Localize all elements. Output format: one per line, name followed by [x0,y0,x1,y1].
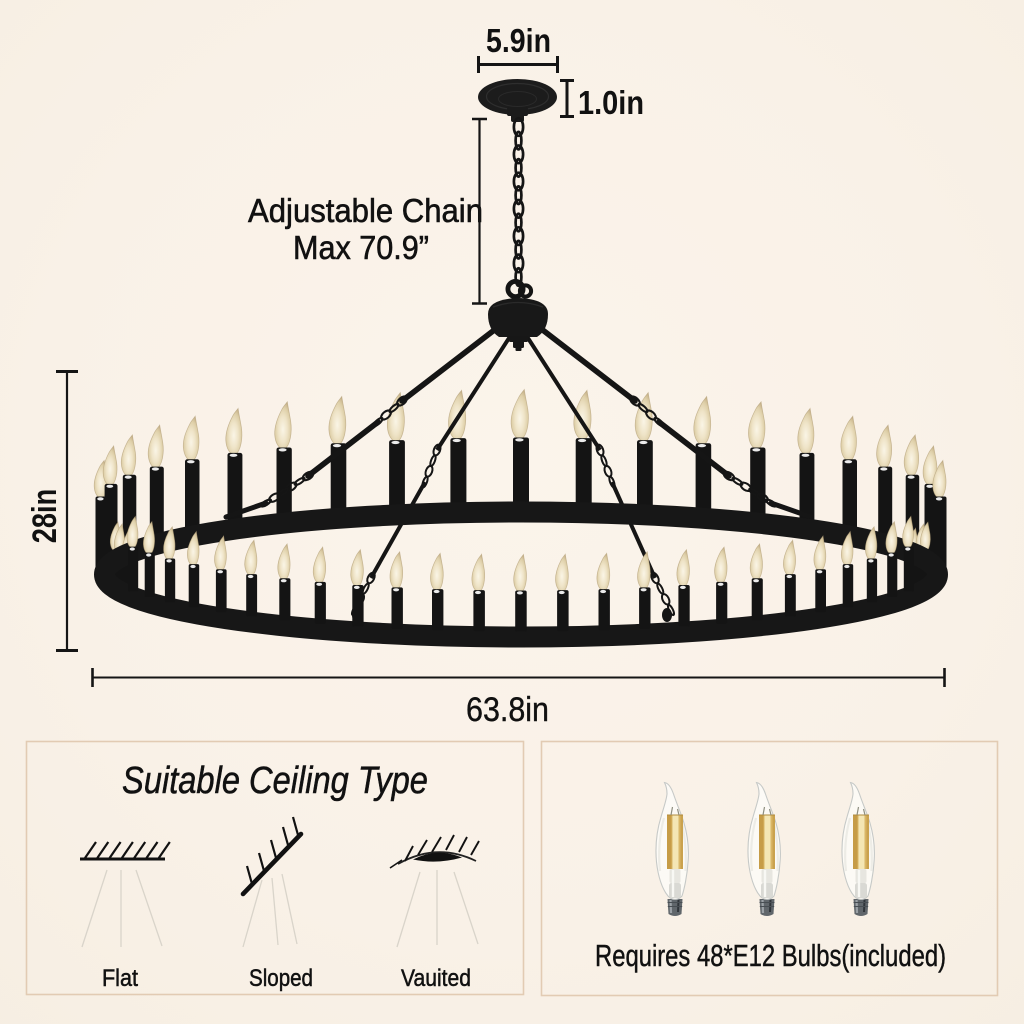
svg-text:28in: 28in [25,489,64,543]
svg-text:1.0in: 1.0in [578,84,644,121]
svg-text:Adjustable Chain: Adjustable Chain [248,192,483,229]
svg-text:63.8in: 63.8in [466,690,549,728]
svg-text:Suitable Ceiling Type: Suitable Ceiling Type [122,759,428,802]
svg-text:5.9in: 5.9in [486,22,551,59]
svg-text:Max 70.9”: Max 70.9” [293,229,429,266]
svg-text:Sloped: Sloped [249,965,313,992]
svg-text:Requires 48*E12 Bulbs(included: Requires 48*E12 Bulbs(included) [595,938,946,973]
svg-text:Vauited: Vauited [401,965,471,992]
svg-text:Flat: Flat [102,964,139,991]
